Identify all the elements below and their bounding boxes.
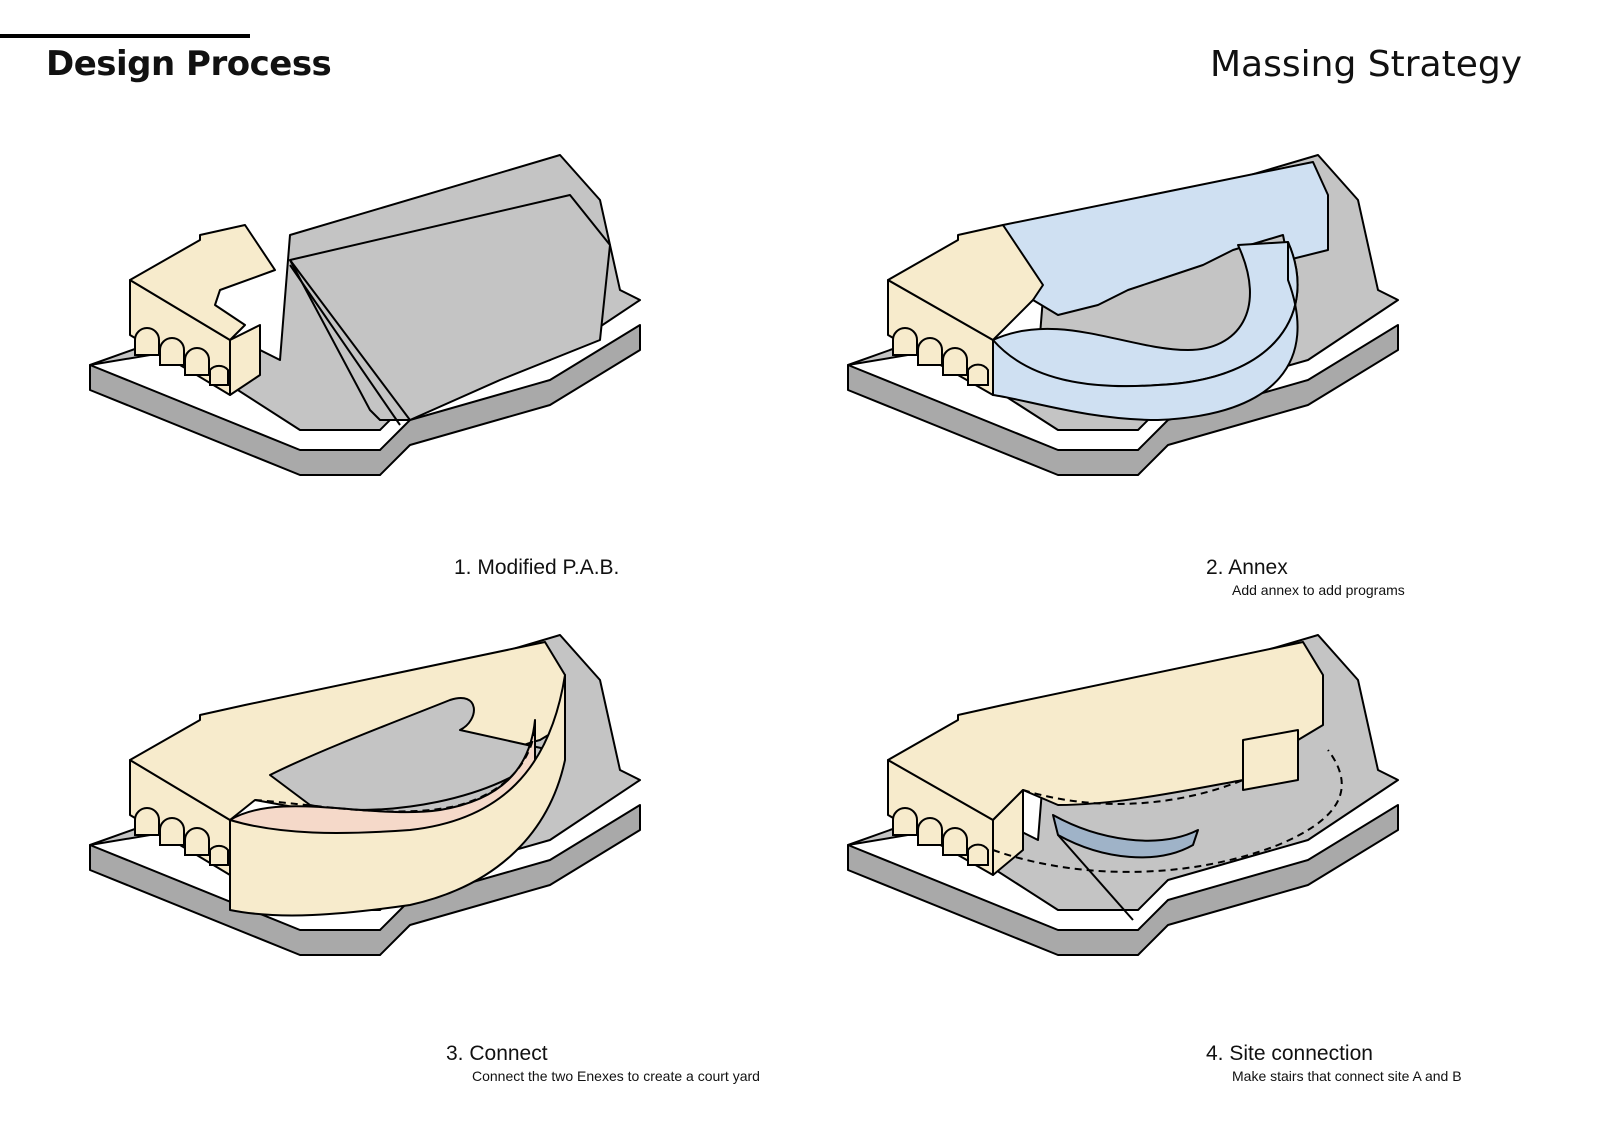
diagram-annex — [847, 150, 1498, 570]
arches — [892, 327, 989, 386]
annex-top — [1002, 161, 1329, 316]
caption-step-4: 4. Site connection Make stairs that conn… — [1206, 1042, 1462, 1084]
connector-dashed — [254, 729, 536, 813]
caption-subtitle: Connect the two Enexes to create a court… — [472, 1068, 760, 1084]
caption-title: 3. Connect — [446, 1042, 548, 1065]
existing-building-top — [129, 224, 276, 341]
path-dashed-inner — [1022, 779, 1244, 805]
existing-building-end — [229, 324, 261, 396]
diagram-connect — [80, 630, 720, 1050]
arches — [134, 327, 229, 386]
site-base-side — [89, 804, 641, 956]
path-dashed-outer — [992, 749, 1343, 873]
courtyard — [269, 697, 551, 811]
annex-front — [992, 241, 1299, 421]
pab-slab — [289, 194, 611, 421]
building-top — [887, 641, 1324, 821]
caption-subtitle: Make stairs that connect site A and B — [1232, 1068, 1462, 1084]
massing-diagram-1 — [89, 154, 641, 476]
west-volume — [992, 789, 1024, 876]
diagram-modified-pab — [80, 150, 720, 570]
site-base-side — [847, 324, 1399, 476]
section-title: Massing Strategy — [1210, 44, 1522, 85]
caption-step-1: 1. Modified P.A.B. — [454, 556, 619, 580]
arches — [892, 807, 989, 866]
massing-diagram-2 — [847, 154, 1399, 476]
caption-title: 1. Modified P.A.B. — [454, 556, 620, 579]
front-volume — [229, 674, 566, 917]
header-rule — [0, 34, 250, 38]
site-base-side — [89, 324, 641, 476]
page-title: Design Process — [46, 44, 332, 84]
caption-step-3: 3. Connect Connect the two Enexes to cre… — [446, 1042, 760, 1084]
caption-title: 2. Annex — [1206, 556, 1288, 579]
east-volume — [1242, 729, 1299, 791]
massing-diagram-4 — [847, 634, 1399, 956]
caption-subtitle: Add annex to add programs — [1232, 582, 1405, 598]
diagram-site-connection — [847, 630, 1498, 1050]
stairs — [1052, 814, 1199, 859]
caption-step-2: 2. Annex Add annex to add programs — [1206, 556, 1405, 598]
arches — [134, 807, 229, 866]
massing-diagram-3 — [89, 634, 641, 956]
site-base-side — [847, 804, 1399, 956]
caption-title: 4. Site connection — [1206, 1042, 1373, 1065]
